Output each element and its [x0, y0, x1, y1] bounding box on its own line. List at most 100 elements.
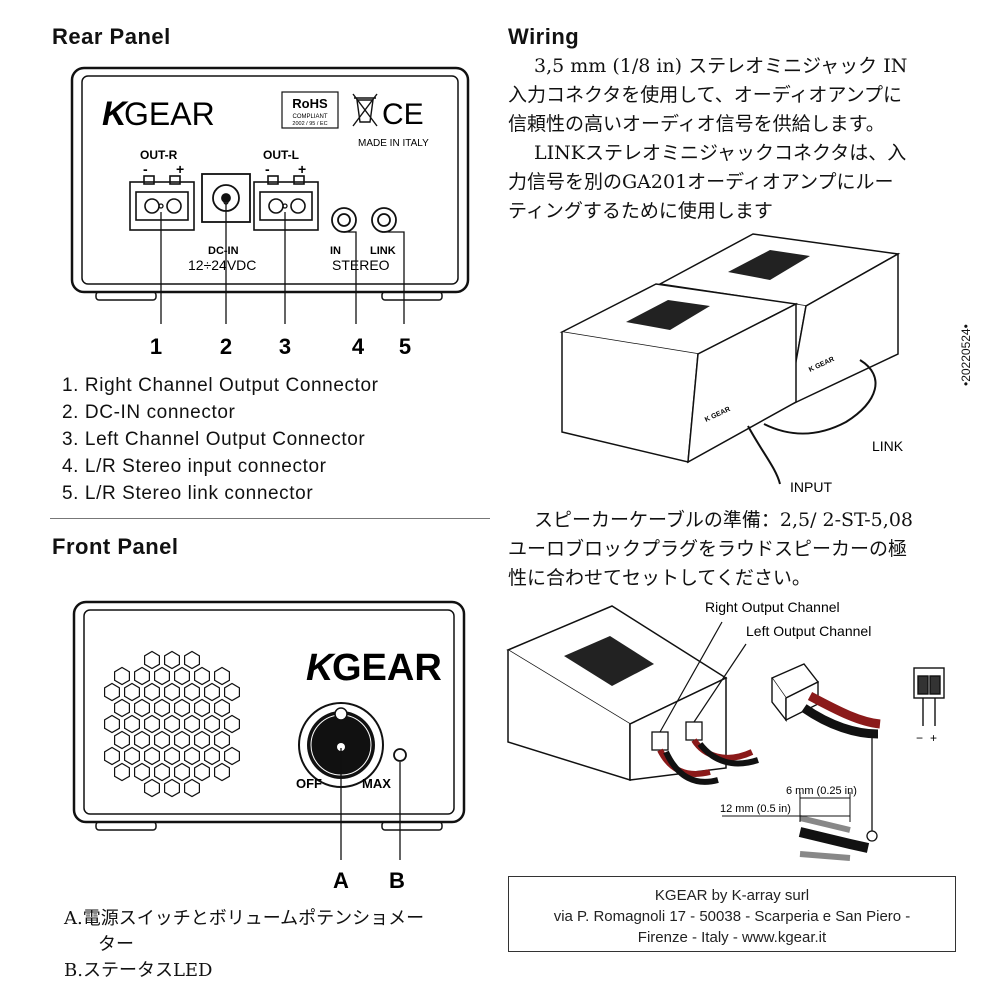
status-led [393, 748, 407, 762]
dimension-lines [722, 792, 851, 822]
list-item: 5. L/R Stereo link connector [62, 483, 314, 504]
amp-unit [506, 605, 728, 782]
rear-logo-gear: GEAR [124, 96, 215, 132]
vent-hole [143, 714, 161, 734]
vent-hole [214, 762, 230, 782]
link-wiring-diagram: K GEAR K GEAR LINK INPUT [559, 233, 904, 495]
svg-text:OUT-L: OUT-L [263, 148, 299, 162]
vent-hole [194, 666, 210, 686]
back-unit-vent [728, 250, 810, 280]
vent-hole [204, 714, 220, 734]
vent-hole [163, 746, 181, 766]
vent-hole [183, 682, 200, 702]
svg-text:IN: IN [330, 245, 341, 257]
vent-hole [163, 778, 181, 798]
list-item: 2. DC-IN connector [62, 402, 236, 423]
dim-6mm: 6 mm (0.25 in) [786, 785, 857, 797]
front-unit-vent [626, 300, 710, 330]
rear-leader-lines [158, 199, 405, 324]
vent-hole [123, 682, 141, 702]
svg-text:LINK: LINK [370, 245, 396, 257]
vent-hole [153, 666, 171, 686]
vent-hole [194, 730, 210, 750]
vent-hole [103, 714, 121, 734]
vent-hole [113, 762, 131, 782]
vent-hole [123, 746, 141, 766]
contact-box: KGEAR by K-array surl via P. Romagnoli 1… [508, 876, 956, 952]
vent-hole [143, 746, 161, 766]
vent-hole [103, 746, 121, 766]
front-logo-k: K [306, 647, 336, 689]
vent-hole [224, 682, 240, 702]
doc-code: •20220524• [959, 324, 973, 386]
rear-connector-list: 1. Right Channel Output Connector 2. DC-… [62, 372, 379, 507]
vent-hole [173, 666, 190, 686]
svg-text:-: - [265, 161, 270, 177]
vent-hole [194, 762, 210, 782]
vent-hole [123, 714, 141, 734]
vent-hole [183, 778, 200, 798]
right-output-label: Right Output Channel [705, 599, 840, 615]
svg-text:-: - [143, 161, 148, 177]
vent-hole [113, 698, 131, 718]
vent-hole [204, 682, 220, 702]
link-label: LINK [872, 438, 904, 454]
callout-a: A [333, 868, 349, 893]
svg-text:OUT-R: OUT-R [140, 148, 178, 162]
rohs-badge [281, 91, 339, 129]
list-item: A.電源スイッチとボリュームポテンショメー [64, 908, 425, 929]
vent-hole [153, 762, 171, 782]
vent-hole [133, 730, 151, 750]
vent-hole [113, 666, 131, 686]
list-item: ター [98, 934, 134, 955]
vent-hole [163, 714, 181, 734]
out-r-connector [129, 175, 195, 231]
vent-hole [113, 730, 131, 750]
vent-hole [103, 682, 121, 702]
list-item: 4. L/R Stereo input connector [62, 456, 327, 477]
front-foot-right [381, 821, 443, 831]
callout-5: 5 [399, 334, 411, 359]
vent-hole [173, 730, 190, 750]
wiring-paragraph-1: 3,5 mm (1/8 in) ステレオミニジャック IN 入力コネクタを使用し… [508, 55, 908, 222]
svg-text:STEREO: STEREO [332, 257, 390, 273]
ce-mark: CE [382, 98, 424, 131]
left-output-label: Left Output Channel [746, 623, 871, 639]
list-item: 3. Left Channel Output Connector [62, 429, 366, 450]
callout-2: 2 [220, 334, 232, 359]
made-in-italy: MADE IN ITALY [358, 138, 429, 149]
vent-hole [133, 698, 151, 718]
front-foot-left [95, 821, 157, 831]
rear-enclosure [70, 66, 470, 294]
stereo-in-jack [331, 207, 357, 233]
svg-text:OFF: OFF [296, 776, 322, 791]
vent-hole [214, 698, 230, 718]
svg-text:MAX: MAX [362, 776, 391, 791]
callout-4: 4 [352, 334, 365, 359]
svg-text:COMPLIANT: COMPLIANT [292, 114, 327, 120]
vent-hole [153, 730, 171, 750]
callout-b: B [389, 868, 405, 893]
vent-hole [183, 746, 200, 766]
callout-1: 1 [150, 334, 162, 359]
vent-hole [183, 650, 200, 670]
svg-text:+: + [298, 161, 306, 177]
rear-logo-k: K [102, 95, 129, 133]
vent-hole [204, 746, 220, 766]
unit-vent [564, 636, 654, 686]
list-item: B.ステータスLED [64, 960, 213, 981]
vent-hole [173, 698, 190, 718]
front-logo-gear: GEAR [332, 647, 442, 689]
svg-text:12÷24VDC: 12÷24VDC [188, 257, 256, 273]
vent-hole [224, 714, 240, 734]
vent-hole [194, 698, 210, 718]
speaker-wiring-diagram: Right Output Channel Left Output Channel… [506, 599, 945, 861]
vent-hole [163, 650, 181, 670]
wiring-paragraph-2: スピーカーケーブルの準備：2,5/ 2-ST-5,08 ユーロブロックプラグをラ… [508, 509, 913, 589]
svg-text:DC-IN: DC-IN [208, 245, 239, 257]
polarity-terminal [913, 667, 945, 726]
rear-panel-title: Rear Panel [52, 24, 171, 49]
stripped-wire [798, 815, 870, 861]
stereo-link-jack [371, 207, 397, 233]
link-cable [747, 359, 877, 485]
